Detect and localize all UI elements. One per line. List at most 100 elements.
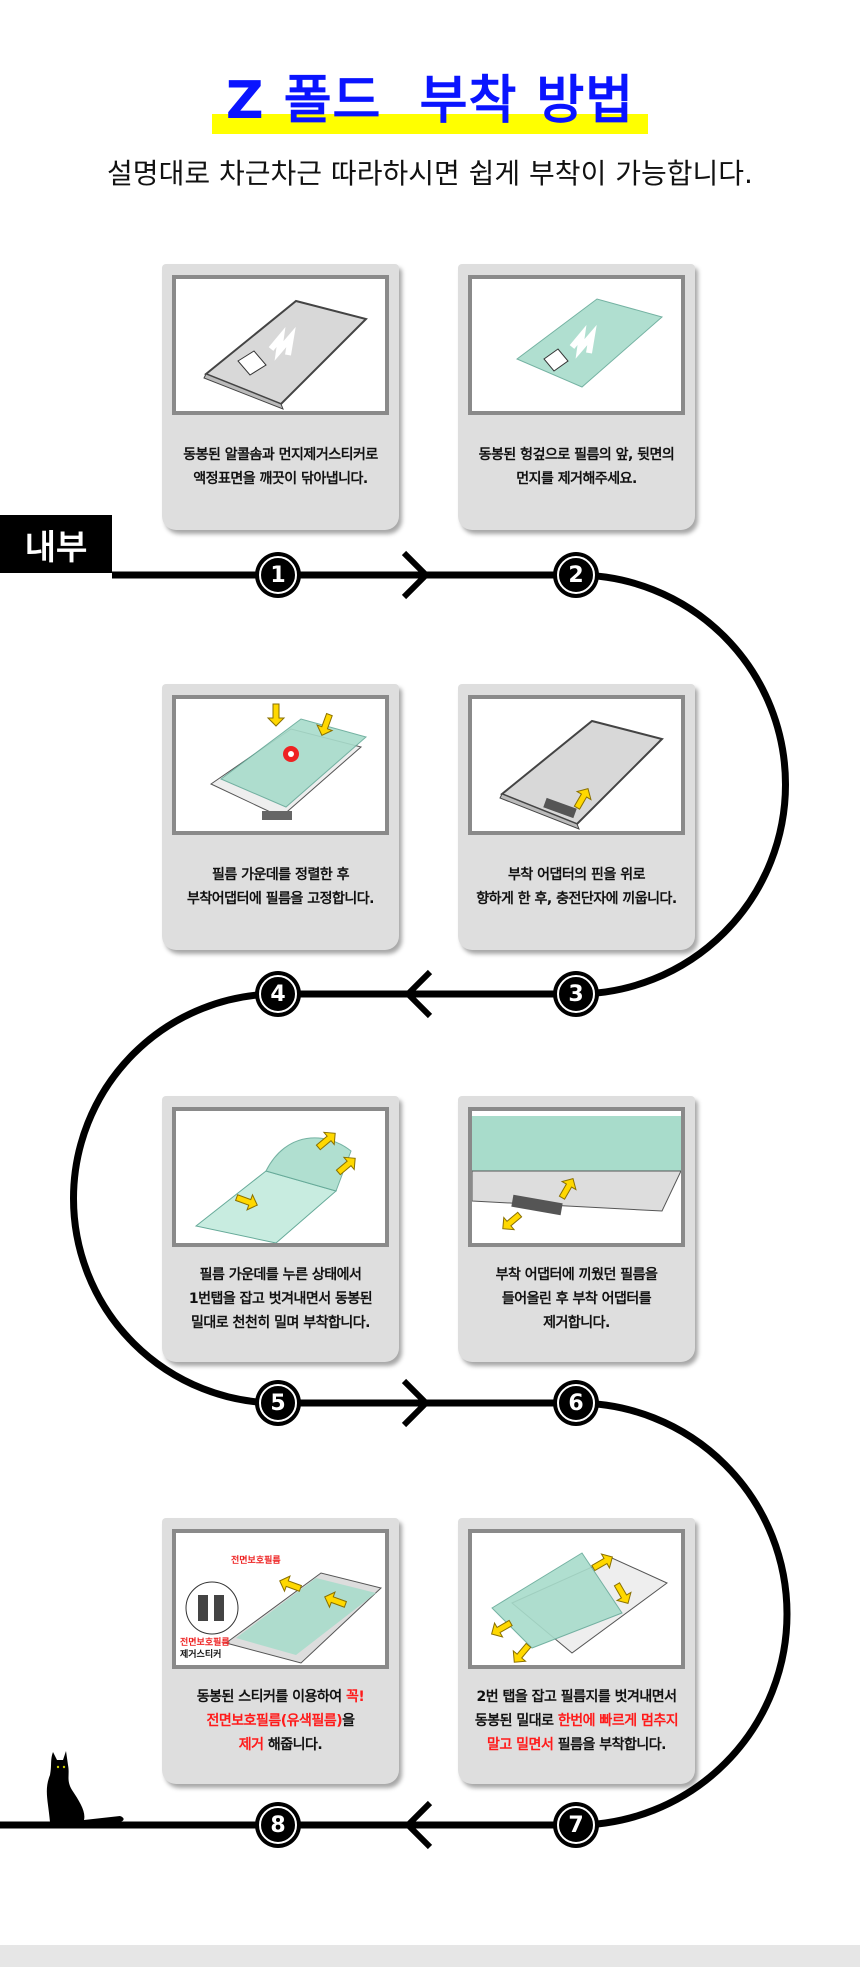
caption-line: 동봉된 스티커를 이용하여 꼭! bbox=[197, 1685, 365, 1709]
step-number: 4 bbox=[259, 975, 297, 1013]
caption-line: 밀대로 천천히 밀며 부착합니다. bbox=[191, 1311, 370, 1335]
arrow-left-icon bbox=[403, 969, 433, 1019]
caption-emphasis: 한번에 빠르게 멈추지 bbox=[557, 1713, 679, 1729]
caption-emphasis: 꼭! bbox=[346, 1689, 365, 1705]
caption-line: 부착어댑터에 필름을 고정합니다. bbox=[187, 887, 374, 911]
peel-tab-2-icon bbox=[490, 1552, 668, 1663]
caption-text: 들어올린 후 부착 어댑터를 bbox=[501, 1291, 652, 1307]
caption-text: 동봉된 밀대로 bbox=[474, 1713, 558, 1729]
page-title: Z 폴드 부착 방법 bbox=[211, 70, 649, 134]
caption-line: 들어올린 후 부착 어댑터를 bbox=[501, 1287, 652, 1311]
caption-text: 부착어댑터에 필름을 고정합니다. bbox=[187, 891, 374, 907]
caption-line: 동봉된 밀대로 한번에 빠르게 멈추지 bbox=[474, 1709, 679, 1733]
step-illustration-tablet-cleaning bbox=[172, 275, 389, 415]
caption-text: 밀대로 천천히 밀며 부착합니다. bbox=[191, 1315, 370, 1331]
step-illustration-peel-tab-1 bbox=[172, 1107, 389, 1247]
image-label-front-film: 전면보호필름 bbox=[231, 1554, 281, 1566]
caption-text: 필름을 부착합니다. bbox=[553, 1737, 667, 1753]
adapter-insert-icon bbox=[499, 719, 664, 830]
caption-text: 해줍니다. bbox=[263, 1737, 323, 1753]
caption-line: 동봉된 헝겊으로 필름의 앞, 뒷면의 bbox=[479, 443, 675, 467]
caption-emphasis: 제거 bbox=[238, 1737, 264, 1753]
caption-line: 부착 어댑터에 끼웠던 필름을 bbox=[496, 1263, 658, 1287]
caption-line: 부착 어댑터의 핀을 위로 bbox=[508, 863, 645, 887]
title-wrap: Z 폴드 부착 방법 bbox=[0, 70, 860, 134]
caption-text: 2번 탭을 잡고 필름지를 벗겨내면서 bbox=[476, 1689, 677, 1705]
step-number-badge-5: 5 bbox=[255, 1380, 301, 1426]
caption-text: 동봉된 헝겊으로 필름의 앞, 뒷면의 bbox=[478, 447, 675, 463]
step-number-badge-6: 6 bbox=[553, 1380, 599, 1426]
section-label-inner: 내부 bbox=[0, 515, 112, 573]
step-number: 7 bbox=[557, 1806, 595, 1844]
caption-text: 필름 가운데를 정렬한 후 bbox=[212, 867, 349, 883]
page-subtitle: 설명대로 차근차근 따라하시면 쉽게 부착이 가능합니다. bbox=[107, 157, 753, 190]
image-label-front-film-2: 전면보호필름 bbox=[180, 1636, 230, 1648]
caption-line: 제거 해줍니다. bbox=[238, 1733, 323, 1757]
caption-text: 필름 가운데를 누른 상태에서 bbox=[199, 1267, 362, 1283]
caption-text: 액정표면을 깨끗이 닦아냅니다. bbox=[193, 471, 368, 487]
adapter-remove-icon bbox=[472, 1116, 681, 1231]
caption-line: 1번탭을 잡고 벗겨내면서 동봉된 bbox=[188, 1287, 373, 1311]
step-number-badge-8: 8 bbox=[255, 1802, 301, 1848]
caption-line: 동봉된 알콜솜과 먼지제거스티커로 bbox=[183, 443, 378, 467]
image-label-sticker: 제거스티커 bbox=[180, 1648, 221, 1660]
step-illustration-peel-tab-2 bbox=[468, 1529, 685, 1669]
caption-text: 을 bbox=[342, 1713, 355, 1729]
peel-tab-1-icon bbox=[194, 1131, 356, 1243]
film-align-icon bbox=[209, 703, 368, 820]
step-illustration-adapter-remove bbox=[468, 1107, 685, 1247]
caption-line: 필름 가운데를 정렬한 후 bbox=[212, 863, 349, 887]
caption-line: 필름 가운데를 누른 상태에서 bbox=[200, 1263, 362, 1287]
caption-text: 동봉된 스티커를 이용하여 bbox=[196, 1689, 347, 1705]
caption-text: 향하게 한 후, 충전단자에 끼웁니다. bbox=[476, 891, 677, 907]
caption-text: 먼지를 제거해주세요. bbox=[516, 471, 637, 487]
caption-emphasis: 말고 밀면서 bbox=[487, 1737, 554, 1753]
step-number: 1 bbox=[259, 556, 297, 594]
footer-strip bbox=[0, 1945, 860, 1967]
caption-text: 제거합니다. bbox=[543, 1315, 610, 1331]
step-number: 3 bbox=[557, 975, 595, 1013]
step-number-badge-1: 1 bbox=[255, 552, 301, 598]
caption-text: 부착 어댑터에 끼웠던 필름을 bbox=[495, 1267, 658, 1283]
caption-line: 제거합니다. bbox=[543, 1311, 610, 1335]
step-illustration-film-wiping bbox=[468, 275, 685, 415]
caption-text: 1번탭을 잡고 벗겨내면서 동봉된 bbox=[188, 1291, 373, 1307]
step-number: 2 bbox=[557, 556, 595, 594]
caption-line: 2번 탭을 잡고 필름지를 벗겨내면서 bbox=[476, 1685, 677, 1709]
step-number-badge-3: 3 bbox=[553, 971, 599, 1017]
step-number-badge-7: 7 bbox=[553, 1802, 599, 1848]
caption-line: 말고 밀면서 필름을 부착합니다. bbox=[487, 1733, 666, 1757]
path-line bbox=[0, 571, 791, 1829]
caption-line: 전면보호필름(유색필름)을 bbox=[206, 1709, 356, 1733]
step-number: 8 bbox=[259, 1806, 297, 1844]
caption-emphasis: 전면보호필름(유색필름) bbox=[206, 1713, 343, 1729]
step-number: 5 bbox=[259, 1384, 297, 1422]
caption-line: 액정표면을 깨끗이 닦아냅니다. bbox=[193, 467, 368, 491]
arrow-right-icon bbox=[401, 550, 431, 600]
caption-line: 먼지를 제거해주세요. bbox=[516, 467, 637, 491]
arrow-left-icon bbox=[403, 1800, 433, 1850]
film-wiping-icon bbox=[516, 298, 664, 388]
step-illustration-adapter-insert bbox=[468, 695, 685, 835]
step-number: 6 bbox=[557, 1384, 595, 1422]
caption-line: 향하게 한 후, 충전단자에 끼웁니다. bbox=[476, 887, 677, 911]
step-number-badge-4: 4 bbox=[255, 971, 301, 1017]
tablet-cleaning-icon bbox=[203, 299, 368, 410]
step-illustration-film-align bbox=[172, 695, 389, 835]
cat-silhouette-icon bbox=[46, 1751, 124, 1822]
